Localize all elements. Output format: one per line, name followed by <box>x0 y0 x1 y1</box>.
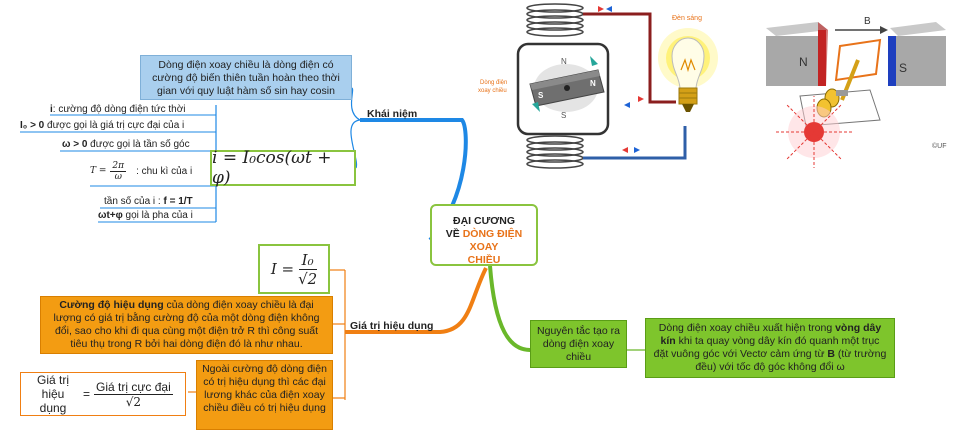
magnet-n-label: N <box>799 55 808 69</box>
item-omega: ω > 0 được gọi là tần số góc <box>62 139 190 151</box>
center-line2b: DÒNG ĐIỆN XOAY <box>462 228 523 253</box>
general-rms-formula: Giá trị hiệu dụng = Giá trị cực đại √2 <box>20 372 186 416</box>
rotor-s-bottom: S <box>561 111 566 120</box>
period-text: : chu kì của i <box>136 165 193 177</box>
period-formula: T = 2π ω : chu kì của i <box>90 157 192 185</box>
item-phase-text: gọi là pha của i <box>122 210 193 221</box>
item-i0-bold: I₀ > 0 <box>20 120 45 131</box>
khai-niem-definition: Dòng điện xoay chiều là dòng điện có cườ… <box>140 55 352 100</box>
nguyen-tac-text-a: Dòng điện xoay chiều xuất hiện trong <box>658 322 836 334</box>
general-lhs: Giá trị hiệu dụng <box>36 373 69 415</box>
main-formula: i = I₀cos(ωt + φ) <box>212 148 332 188</box>
rms-note: Ngoài cường độ dòng điện có trị hiệu dụn… <box>196 360 333 430</box>
center-node: ĐẠI CƯƠNG VỀ DÒNG ĐIỆN XOAY CHIỀU <box>430 204 538 266</box>
rotor-s-pole: S <box>538 91 544 100</box>
rms-definition-rest: của dòng điện xoay chiều là đại lượng có… <box>53 299 320 350</box>
rotor-n-pole: N <box>590 79 596 88</box>
magnet-s-label: S <box>899 61 907 75</box>
magnet-right <box>896 36 946 86</box>
rms-formula-box: I = I₀ √2 <box>258 244 330 294</box>
core-frame <box>516 42 610 136</box>
magnet-left <box>766 36 818 86</box>
wire-loop <box>834 38 882 82</box>
general-eq: = <box>83 387 91 401</box>
main-formula-box: i = I₀cos(ωt + φ) <box>210 148 356 188</box>
item-i-bold: i <box>50 104 53 115</box>
period-den: ω <box>114 171 122 182</box>
item-phase-bold: ωt+φ <box>98 210 123 221</box>
center-line3: CHIỀU <box>467 254 501 266</box>
item-i: i: cường độ dòng điện tức thời <box>50 104 185 116</box>
center-line1: ĐẠI CƯƠNG <box>452 215 515 227</box>
item-i0: I₀ > 0 được gọi là giá trị cực đại của i <box>20 120 184 132</box>
khai-niem-label: Khái niệm <box>367 108 418 120</box>
item-frequency: tần số của i : f = 1/T <box>104 196 193 208</box>
item-frequency-text: tần số của i : <box>104 196 164 207</box>
copyright-label: ©UF <box>932 142 947 150</box>
rms-lhs: I = <box>270 260 295 278</box>
rms-definition-bold: Cường độ hiệu dụng <box>59 299 164 311</box>
rotor-magnet <box>529 64 605 112</box>
period-lhs: T = <box>90 166 107 176</box>
nguyen-tac-text-c: (từ trường đều) với tốc độ góc không đổi… <box>695 348 887 373</box>
gia-tri-label: Giá trị hiệu dụng <box>350 320 434 332</box>
bulb-label: Đèn sáng <box>672 15 702 22</box>
item-i0-text: được gọi là giá trị cực đại của i <box>44 120 185 131</box>
rms-num: I₀ <box>298 251 317 270</box>
field-b-label: B <box>864 16 871 27</box>
nguyen-tac-bold-a: vòng dây kín <box>660 322 882 347</box>
period-num: 2π <box>110 160 127 172</box>
nguyen-tac-node: Nguyên tắc tạo ra dòng điện xoay chiều <box>530 320 627 368</box>
item-phase: ωt+φ gọi là pha của i <box>98 210 193 222</box>
branch-gia-tri <box>345 267 488 334</box>
center-line2a: VỀ <box>445 228 463 240</box>
general-num: Giá trị cực đại <box>94 379 173 395</box>
light-bulb-icon <box>658 28 718 112</box>
rotor-n-top: N <box>561 57 567 66</box>
rms-definition: Cường độ hiệu dụng của dòng điện xoay ch… <box>40 296 333 354</box>
nguyen-tac-text-b: khi ta quay vòng dây kín đó quanh một tr… <box>653 335 880 360</box>
rms-den: √2 <box>298 269 318 288</box>
item-i-text: : cường độ dòng điện tức thời <box>52 104 186 115</box>
wire-red <box>583 12 676 104</box>
nguyen-tac-bold-b: B <box>827 348 836 360</box>
coil-label-2: xoay chiều <box>478 88 507 94</box>
branch-nguyen-tac <box>488 265 531 352</box>
item-omega-text: được gọi là tần số góc <box>87 139 190 150</box>
coil-label-1: Dòng điện <box>480 80 507 86</box>
item-frequency-bold: f = 1/T <box>163 196 193 207</box>
wire-blue <box>583 126 687 160</box>
item-omega-bold: ω > 0 <box>62 139 88 150</box>
nguyen-tac-detail: Dòng điện xoay chiều xuất hiện trong vòn… <box>645 318 895 378</box>
general-den: √2 <box>125 394 142 409</box>
